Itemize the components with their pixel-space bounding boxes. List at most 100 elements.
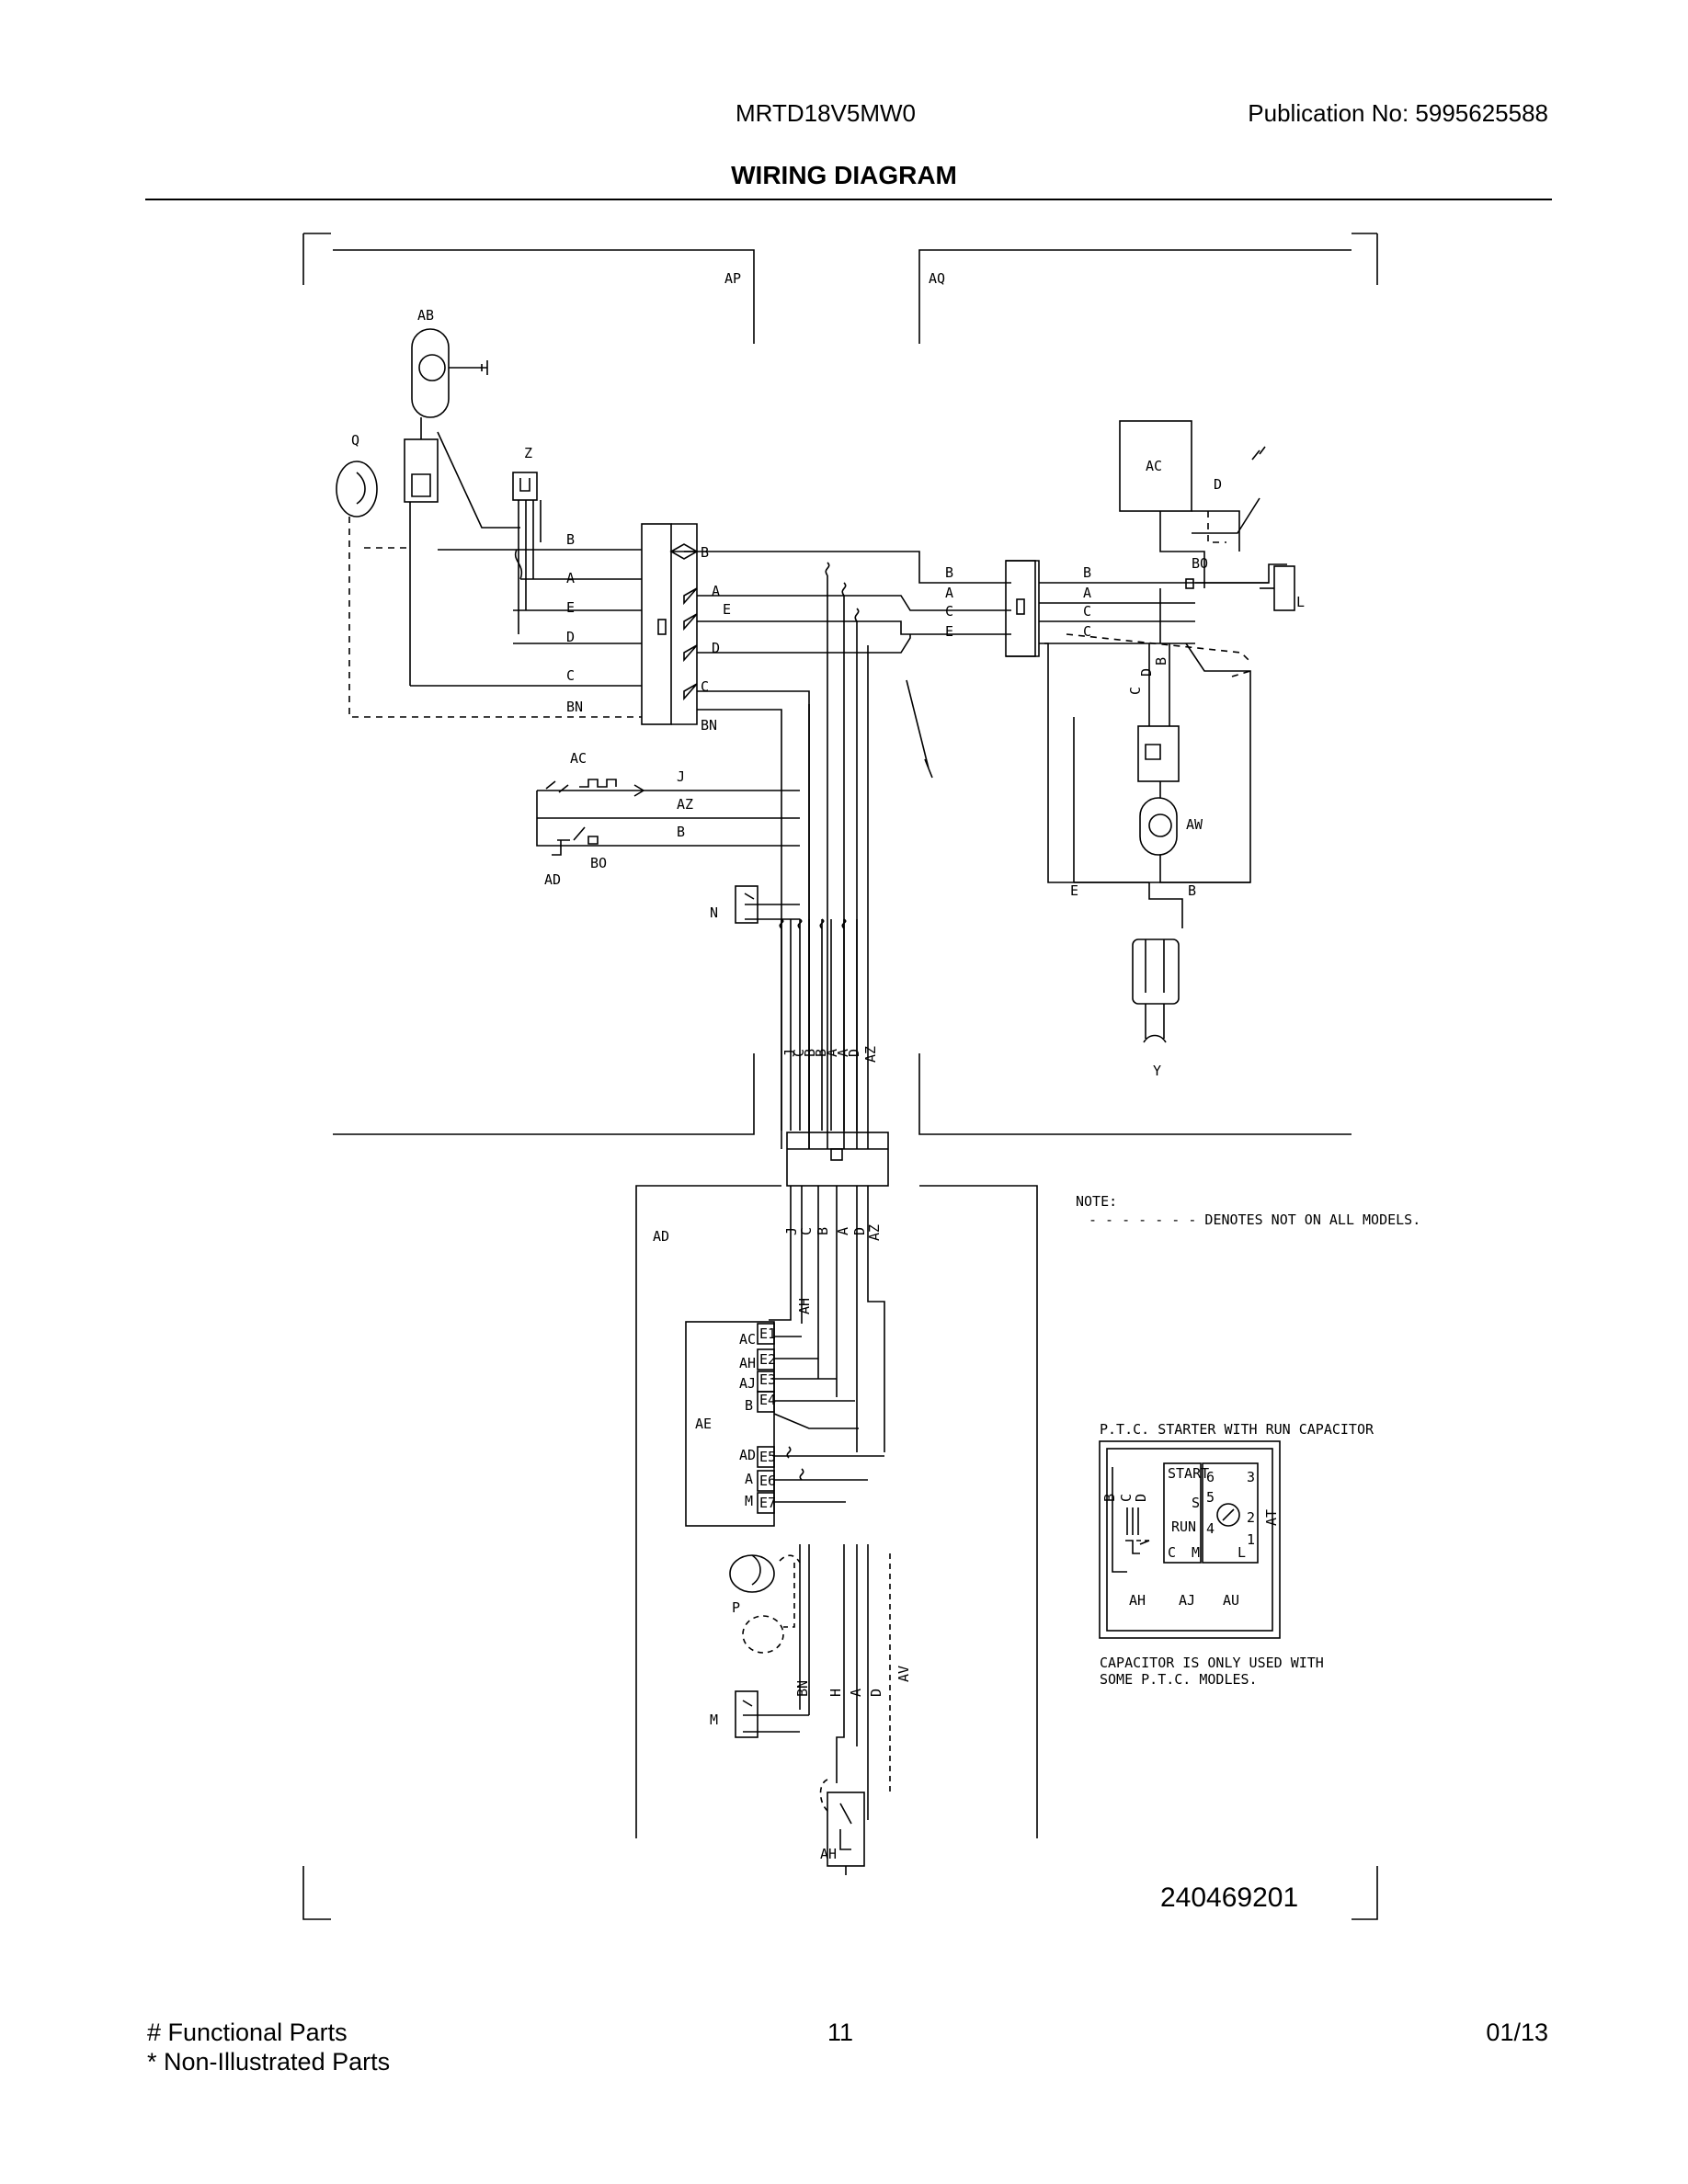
frame-corner [1352,1866,1378,1920]
wire-label: E [1070,882,1078,899]
ptc-box [1099,1440,1281,1639]
svg-text:D: D [846,1049,862,1057]
header-rule [145,199,1552,200]
label-z: Z [524,445,532,461]
vertical-labels-low: BN H A D [794,1680,884,1697]
component-ab-box [411,328,450,418]
frame-corner [302,1866,331,1920]
svg-text:A: A [848,1689,864,1697]
connector-right [1005,560,1036,657]
component-aw [1139,797,1178,856]
wire-label: D [566,629,575,645]
wire-label: B [566,531,575,548]
wire-label: B [1188,882,1196,899]
label-ab: AB [417,307,434,324]
page-number: 11 [827,2019,854,2046]
label-d-top: D [1214,476,1222,493]
footnote-functional: # Functional Parts [147,2019,348,2046]
svg-text:J: J [781,1049,798,1057]
component-m [735,1690,758,1738]
connector-center [786,1132,889,1187]
svg-text:B: B [815,1227,831,1235]
wire-label: E [945,623,953,640]
wire-label: A [1083,585,1091,601]
label-ah-bottom: AH [820,1846,837,1862]
component-z [512,472,538,501]
frame-corner [302,233,331,285]
wire-label: A [945,585,953,601]
label-y: Y [1153,1063,1161,1079]
wire-label: C [1083,603,1091,620]
svg-text:2: 2 [1247,1509,1255,1526]
label-az: AZ [677,796,693,813]
component-l [1273,565,1295,611]
svg-text:D: D [1138,668,1155,677]
wire-label: E [723,601,731,618]
component-aw-fuse [1137,725,1180,782]
label-l: L [1296,594,1305,610]
svg-text:4: 4 [1206,1520,1215,1537]
label-n: N [710,904,718,921]
svg-text:A: A [745,1471,753,1487]
section-label-ad: AD [653,1228,669,1245]
wire-label: E [566,599,575,616]
svg-text:C: C [1127,687,1144,695]
svg-text:C: C [1168,1544,1176,1561]
note-title: NOTE: [1076,1193,1117,1210]
svg-text:5: 5 [1206,1489,1215,1506]
label-ad-left: AD [544,871,561,888]
vertical-labels-aw: C D B [1127,657,1169,695]
component-p [729,1554,775,1593]
ptc-pins: 6 5 3 2 1 4 S C M L [1168,1469,1255,1561]
label-ae: AE [695,1416,712,1432]
wire-label: B [701,544,709,561]
section-aq-boundary [918,249,1352,344]
wire-label: A [712,583,720,599]
svg-text:L: L [1237,1544,1246,1561]
svg-text:A: A [824,1049,840,1057]
ptc-label-au: AU [1223,1592,1239,1609]
svg-text:AH: AH [739,1355,756,1371]
svg-text:AD: AD [739,1447,756,1463]
wire-label: B [945,564,953,581]
svg-text:M: M [1192,1544,1200,1561]
svg-text:B: B [1153,657,1169,665]
label-m: M [710,1712,718,1728]
svg-text:E7: E7 [759,1495,776,1511]
ptc-title: P.T.C. STARTER WITH RUN CAPACITOR [1100,1421,1374,1438]
vertical-label-av: AV [895,1666,912,1682]
label-j: J [677,768,685,785]
ptc-run-label: RUN [1171,1519,1196,1535]
svg-text:D: D [1133,1494,1149,1502]
ptc-relay-block [1202,1462,1259,1564]
section-ad-right [919,1185,1038,1838]
wire-label: B [1083,564,1091,581]
component-q [336,461,378,518]
ptc-caption-2: SOME P.T.C. MODLES. [1100,1671,1258,1688]
svg-text:AC: AC [739,1331,756,1348]
svg-text:1: 1 [1247,1531,1255,1548]
ptc-label-ah: AH [1129,1592,1146,1609]
label-b-left: B [677,824,685,840]
publication-number: Publication No: 5995625588 [1248,99,1548,127]
svg-text:E5: E5 [759,1449,776,1465]
section-aq-bottom [918,1053,1352,1135]
page-title: WIRING DIAGRAM [731,161,957,189]
svg-text:AZ: AZ [862,1046,879,1063]
ptc-start-label: START [1168,1465,1209,1482]
component-ac-top [1119,420,1192,512]
ptc-label-aj: AJ [1179,1592,1195,1609]
svg-text:H: H [827,1689,844,1697]
vertical-label-ah: AH [796,1298,813,1314]
svg-text:B: B [813,1049,829,1057]
svg-text:C: C [791,1049,807,1057]
component-y-body [1132,938,1180,1005]
wire-label: C [566,667,575,684]
diagram-number: 240469201 [1160,1883,1299,1913]
svg-text:AJ: AJ [739,1375,756,1392]
svg-text:6: 6 [1206,1469,1215,1485]
ptc-caption-1: CAPACITOR IS ONLY USED WITH [1100,1655,1324,1671]
section-ap-bottom [333,1053,755,1135]
svg-text:C: C [798,1227,815,1235]
